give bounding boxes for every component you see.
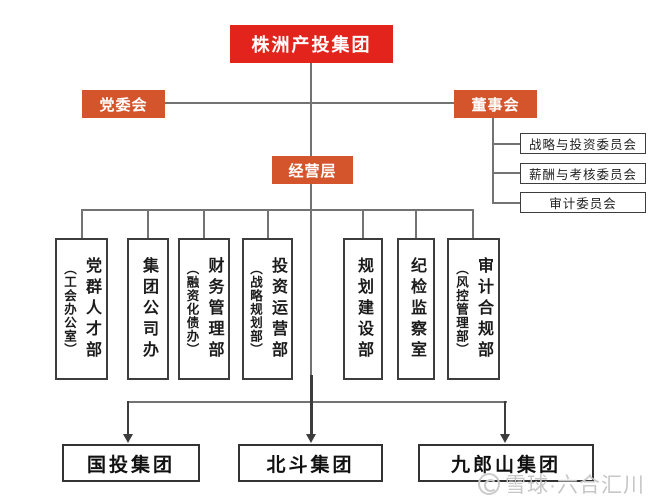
watermark: 雪球·六合汇川 — [478, 469, 645, 499]
dept-label: 财务管理部 — [205, 256, 223, 362]
dept-label: 集团公司办 — [140, 256, 157, 362]
connector-dept-bus — [81, 209, 474, 211]
arrow-down-icon — [499, 434, 510, 443]
node-management-label: 经营层 — [288, 162, 337, 180]
node-subsidiary-guotou: 国投集团 — [62, 444, 200, 482]
dept-sub-label: （融资化债办） — [184, 261, 199, 357]
node-board-label: 董事会 — [471, 96, 520, 114]
watermark-text: 雪球·六合汇川 — [505, 474, 645, 497]
connector-party-board — [165, 102, 454, 104]
dept-label: 纪检监察室 — [408, 256, 425, 362]
node-subsidiary-beidou: 北斗集团 — [238, 444, 383, 482]
connector-dept-drop-1 — [81, 209, 83, 238]
node-dept-planning-construction: 规划建设部 — [343, 238, 383, 380]
connector-committee-1 — [492, 143, 520, 145]
node-dept-party-mass-talent: 党群人才部 （工会办公室） — [55, 238, 108, 380]
connector-committee-2 — [492, 172, 520, 174]
node-dept-audit-compliance: 审计合规部 （风控管理部） — [447, 238, 500, 380]
committee-label: 审计委员会 — [549, 197, 617, 211]
dept-sub-label: （工会办公室） — [62, 261, 76, 357]
arrow-down-icon — [306, 434, 316, 443]
node-root-label: 株洲产投集团 — [251, 35, 372, 55]
node-management: 经营层 — [272, 156, 353, 184]
dept-label: 审计合规部 — [475, 256, 492, 362]
node-party-committee: 党委会 — [82, 90, 165, 118]
connector-arrow-line-3 — [504, 401, 506, 434]
connector-dept-drop-6 — [415, 209, 417, 238]
dept-label: 投资运营部 — [269, 256, 286, 362]
connector-arrow-line-1 — [127, 401, 129, 434]
committee-label: 战略与投资委员会 — [528, 138, 637, 152]
arrow-down-icon — [122, 434, 133, 443]
connector-committee-3 — [492, 202, 520, 204]
node-committee-audit: 审计委员会 — [520, 192, 646, 213]
node-party-label: 党委会 — [99, 96, 148, 114]
connector-board-drop — [492, 118, 494, 203]
node-root-group: 株洲产投集团 — [230, 25, 393, 63]
connector-dept-drop-5 — [362, 209, 364, 238]
node-committee-remuneration-assessment: 薪酬与考核委员会 — [520, 163, 646, 184]
connector-dept-drop-3 — [203, 209, 205, 238]
connector-dept-drop-4 — [267, 209, 269, 238]
dept-sub-label: （战略规划部） — [248, 261, 262, 357]
connector-dept-drop-2 — [147, 209, 149, 238]
subsidiary-label: 国投集团 — [86, 454, 175, 476]
node-subsidiary-jiulangshan: 九郎山集团 — [418, 444, 594, 482]
connector-subsidiary-bus — [128, 401, 507, 403]
subsidiary-label: 北斗集团 — [266, 454, 355, 476]
dept-label: 规划建设部 — [355, 256, 372, 362]
dept-label: 党群人才部 — [83, 256, 100, 362]
node-dept-group-company-office: 集团公司办 — [127, 238, 169, 380]
xueqiu-logo-icon — [478, 473, 500, 495]
node-dept-finance-management: 财务管理部 （融资化债办） — [178, 238, 230, 380]
subsidiary-label: 九郎山集团 — [450, 454, 561, 476]
node-committee-strategy-investment: 战略与投资委员会 — [520, 133, 646, 154]
node-dept-discipline-inspection: 纪检监察室 — [397, 238, 435, 380]
connector-dept-drop-7 — [472, 209, 474, 238]
connector-arrow-line-2 — [310, 375, 313, 434]
connector-center-trunk — [310, 63, 312, 402]
committee-label: 薪酬与考核委员会 — [528, 168, 637, 182]
node-dept-investment-operations: 投资运营部 （战略规划部） — [242, 238, 293, 380]
dept-sub-label: （风控管理部） — [454, 261, 468, 357]
node-board: 董事会 — [454, 90, 537, 118]
